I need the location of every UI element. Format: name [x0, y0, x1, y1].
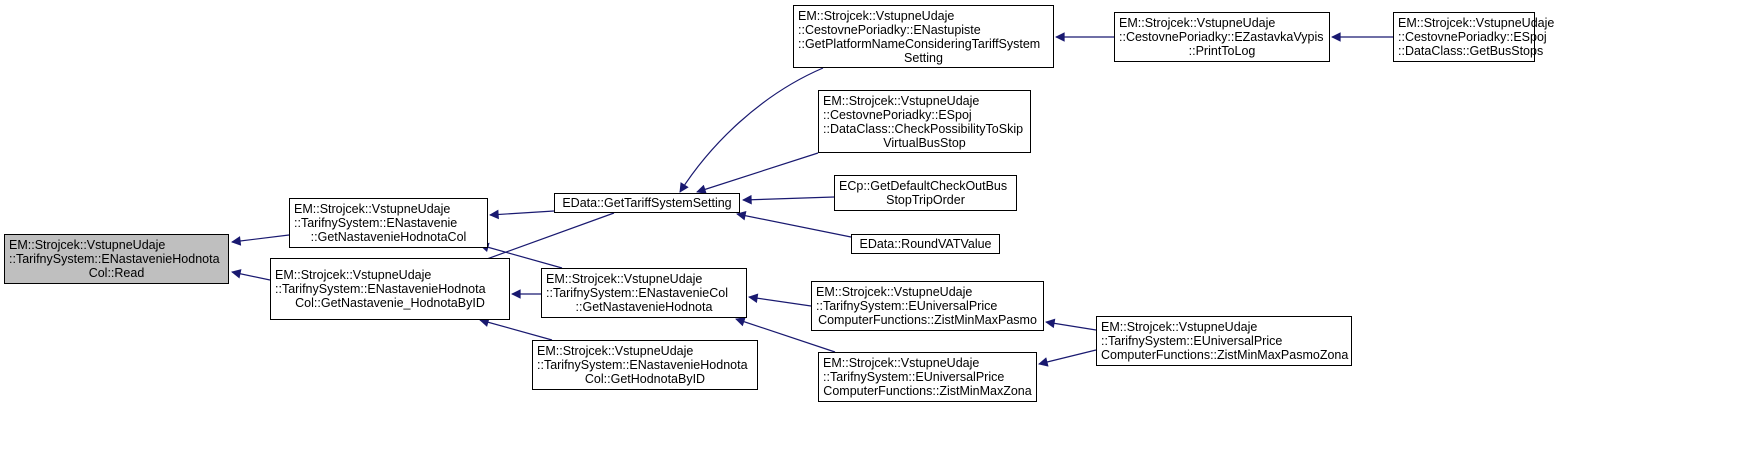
node-label-line: Setting [904, 50, 943, 65]
node-get-bus-stops[interactable]: EM::Strojcek::VstupneUdaje::CestovnePori… [1393, 12, 1555, 62]
edge-enastavenie-col-get-nastavenie-hodnota-to-get-nastavenie-hodnota-col [479, 242, 563, 269]
node-label-line: EM::Strojcek::VstupneUdaje [294, 202, 451, 216]
node-label-line: ECp::GetDefaultCheckOutBus [839, 179, 1008, 193]
node-label-line: Col::GetNastavenie_HodnotaByID [295, 296, 485, 310]
node-label-line: ComputerFunctions::ZistMinMaxPasmoZona [1101, 348, 1349, 362]
node-get-platform-name[interactable]: EM::Strojcek::VstupneUdaje::CestovnePori… [793, 5, 1054, 68]
edge-get-platform-name-to-get-tariff-system-setting [679, 67, 824, 193]
node-label-line: ::GetNastavenieHodnota [575, 300, 713, 314]
node-get-tariff-system-setting[interactable]: EData::GetTariffSystemSetting [554, 193, 740, 213]
node-get-nastavenie-hodnota-by-id[interactable]: EM::Strojcek::VstupneUdaje::TarifnySyste… [270, 258, 510, 320]
edge-zist-min-max-pasmo-zona-to-zist-min-max-pasmo [1045, 318, 1097, 331]
edge-get-tariff-system-setting-to-get-nastavenie-hodnota-col [489, 209, 555, 220]
node-label-line: EData::GetTariffSystemSetting [562, 196, 732, 210]
node-label-line: Col::GetHodnotaByID [584, 372, 706, 386]
node-label-line: ::TarifnySystem::ENastavenieHodnota [275, 282, 486, 296]
node-label-line: ::TarifnySystem::ENastavenieHodnota [9, 252, 220, 266]
node-enastavenie-col-get-nastavenie-hodnota[interactable]: EM::Strojcek::VstupneUdaje::TarifnySyste… [541, 268, 747, 318]
node-label-line: ::GetPlatformNameConsideringTariffSystem [798, 36, 1041, 51]
node-label-line: ::GetNastavenieHodnotaCol [310, 230, 467, 244]
node-label-line: EM::Strojcek::VstupneUdaje [1119, 16, 1276, 30]
edge-zist-min-max-pasmo-to-enastavenie-col-get-nastavenie-hodnota [748, 293, 812, 307]
edge-get-default-checkout-to-get-tariff-system-setting [742, 194, 835, 205]
node-label-line: ::TarifnySystem::EUniversalPrice [816, 299, 998, 313]
node-label-line: EM::Strojcek::VstupneUdaje [1101, 320, 1258, 334]
edge-zist-min-max-pasmo-zona-to-zist-min-max-zona [1038, 349, 1097, 367]
node-read: EM::Strojcek::VstupneUdaje::TarifnySyste… [4, 234, 229, 284]
node-get-hodnota-by-id[interactable]: EM::Strojcek::VstupneUdaje::TarifnySyste… [532, 340, 758, 390]
node-label-line: StopTripOrder [886, 193, 965, 207]
node-label-line: ::CestovnePoriadky::EZastavkaVypis [1119, 30, 1324, 44]
node-label-line: ::CestovnePoriadky::ENastupiste [798, 22, 981, 37]
node-zist-min-max-pasmo-zona[interactable]: EM::Strojcek::VstupneUdaje::TarifnySyste… [1096, 316, 1352, 366]
node-label-line: EM::Strojcek::VstupneUdaje [537, 344, 694, 358]
node-label-line: EM::Strojcek::VstupneUdaje [275, 268, 432, 282]
node-label-line: ComputerFunctions::ZistMinMaxPasmo [818, 313, 1037, 327]
edge-round-vat-value-to-get-tariff-system-setting [736, 211, 852, 238]
node-label-line: VirtualBusStop [883, 135, 966, 150]
node-label-line: EData::RoundVATValue [859, 237, 992, 251]
node-label-line: EM::Strojcek::VstupneUdaje [823, 93, 980, 108]
node-label-line: ::TarifnySystem::ENastavenieCol [546, 286, 729, 300]
node-label-line: ::TarifnySystem::EUniversalPrice [1101, 334, 1283, 348]
edge-get-nastavenie-hodnota-by-id-to-read [231, 269, 271, 281]
node-round-vat-value[interactable]: EData::RoundVATValue [851, 234, 1000, 254]
node-label-line: ::DataClass::GetBusStops [1398, 44, 1544, 58]
node-label-line: EM::Strojcek::VstupneUdaje [816, 285, 973, 299]
node-zist-min-max-zona[interactable]: EM::Strojcek::VstupneUdaje::TarifnySyste… [818, 352, 1037, 402]
edge-check-possibility-to-get-tariff-system-setting [696, 152, 819, 194]
node-label-line: ::PrintToLog [1188, 44, 1256, 58]
edge-get-nastavenie-hodnota-col-to-read [231, 234, 290, 246]
node-label-line: ::TarifnySystem::ENastavenieHodnota [537, 358, 748, 372]
node-label-line: ::DataClass::CheckPossibilityToSkip [823, 121, 1024, 136]
node-label-line: EM::Strojcek::VstupneUdaje [823, 356, 980, 370]
node-get-nastavenie-hodnota-col[interactable]: EM::Strojcek::VstupneUdaje::TarifnySyste… [289, 198, 488, 248]
node-print-to-log[interactable]: EM::Strojcek::VstupneUdaje::CestovnePori… [1114, 12, 1330, 62]
node-label-line: EM::Strojcek::VstupneUdaje [1398, 16, 1555, 30]
node-check-possibility[interactable]: EM::Strojcek::VstupneUdaje::CestovnePori… [818, 90, 1031, 153]
node-label-line: Col::Read [88, 266, 145, 280]
edge-get-hodnota-by-id-to-get-nastavenie-hodnota-by-id [479, 317, 553, 341]
node-label-line: ::TarifnySystem::EUniversalPrice [823, 370, 1005, 384]
node-label-line: ComputerFunctions::ZistMinMaxZona [823, 384, 1032, 398]
edge-zist-min-max-zona-to-enastavenie-col-get-nastavenie-hodnota [735, 317, 836, 353]
node-label-line: EM::Strojcek::VstupneUdaje [9, 238, 166, 252]
node-zist-min-max-pasmo[interactable]: EM::Strojcek::VstupneUdaje::TarifnySyste… [811, 281, 1044, 331]
node-label-line: ::CestovnePoriadky::ESpoj [1398, 30, 1547, 44]
node-label-line: EM::Strojcek::VstupneUdaje [546, 272, 703, 286]
node-label-line: ::CestovnePoriadky::ESpoj [823, 107, 972, 122]
node-label-line: ::TarifnySystem::ENastavenie [294, 216, 458, 230]
node-label-line: EM::Strojcek::VstupneUdaje [798, 8, 955, 23]
